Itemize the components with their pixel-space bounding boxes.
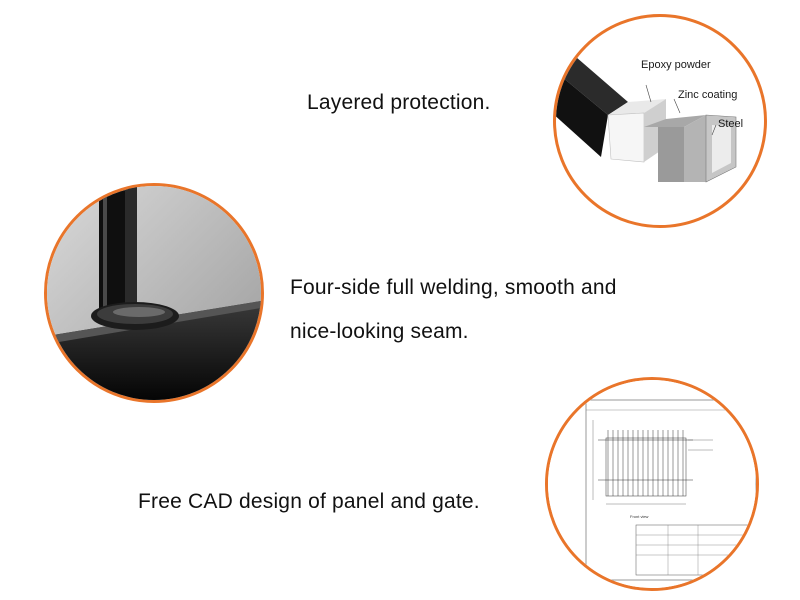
welding-caption: Four-side full welding, smooth and nice-…: [290, 266, 617, 354]
steel-label: Steel: [718, 118, 743, 130]
cad-drawing-image: Front view: [545, 377, 759, 591]
layered-protection-caption: Layered protection.: [307, 91, 491, 114]
cad-drawing-illustration: Front view: [548, 380, 756, 588]
weld-seam-photo: [44, 183, 264, 403]
layered-tube-illustration: Epoxy powder Zinc coating Steel: [556, 57, 743, 183]
fence-pickets: [607, 430, 684, 496]
epoxy-powder-label: Epoxy powder: [641, 59, 711, 71]
zinc-coating-label: Zinc coating: [678, 89, 737, 101]
welding-caption-line-2: nice-looking seam.: [290, 320, 469, 343]
weld-seam-illustration: [47, 186, 261, 400]
cad-design-caption: Free CAD design of panel and gate.: [138, 490, 480, 513]
layered-tube-image: Epoxy powder Zinc coating Steel: [553, 14, 767, 228]
front-view-label: Front view: [630, 514, 649, 519]
welding-caption-line-1: Four-side full welding, smooth and: [290, 276, 617, 299]
